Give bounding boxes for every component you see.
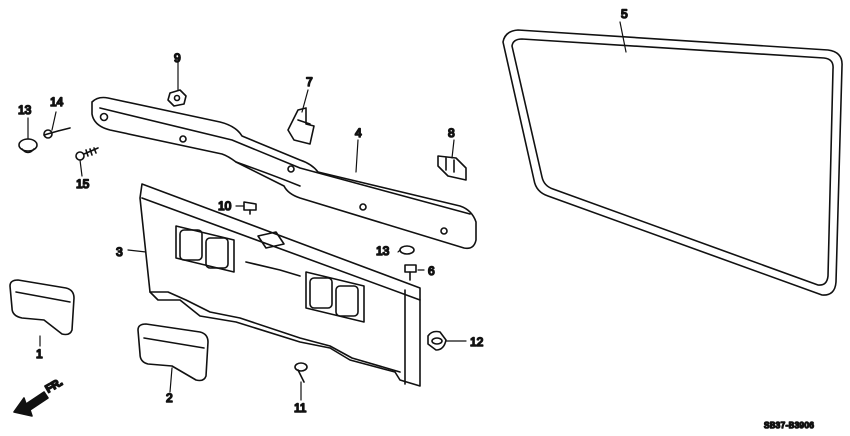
weatherstrip-part — [502, 29, 843, 296]
clip-part-10 — [243, 201, 257, 215]
cap-part-left — [18, 138, 38, 154]
callout-2: 2 — [166, 391, 173, 405]
grommet-part — [427, 330, 447, 351]
front-direction-label: FR. — [44, 376, 65, 395]
cap-part-right — [399, 245, 415, 255]
callout-4: 4 — [355, 126, 362, 140]
leader-lines — [27, 21, 627, 401]
callout-10: 10 — [218, 199, 232, 213]
diagram-code: SB37-B3906 — [764, 421, 814, 430]
front-direction-arrow — [13, 391, 49, 417]
callout-9: 9 — [174, 51, 181, 65]
callout-5: 5 — [621, 7, 628, 21]
callout-8: 8 — [448, 126, 455, 140]
callout-13-left: 13 — [18, 103, 32, 117]
callout-15: 15 — [76, 177, 90, 191]
callout-1: 1 — [36, 347, 43, 361]
screw-part-6 — [404, 264, 417, 281]
nut-part — [167, 89, 187, 107]
lower-left-cover-part — [9, 279, 75, 336]
bracket-part — [287, 107, 315, 145]
screw-part-14 — [43, 127, 71, 139]
callout-13-right: 13 — [376, 244, 390, 258]
callout-3: 3 — [116, 245, 123, 259]
callout-6: 6 — [428, 264, 435, 278]
callout-12: 12 — [470, 335, 484, 349]
lower-trim-panel-part — [139, 183, 421, 387]
lower-cover-part — [137, 323, 209, 382]
callout-11: 11 — [294, 401, 307, 415]
callout-14: 14 — [50, 95, 64, 109]
clip-part-11 — [294, 362, 308, 383]
clip-part-8 — [437, 155, 467, 181]
screw-part-15 — [75, 147, 99, 161]
callout-7: 7 — [306, 75, 313, 89]
upper-trim-bar-part — [91, 96, 477, 250]
